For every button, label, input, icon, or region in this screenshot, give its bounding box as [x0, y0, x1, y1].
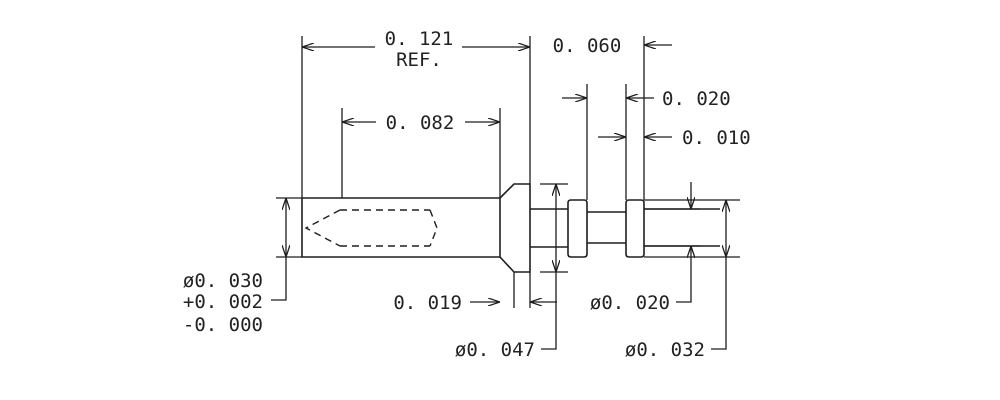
label-overall-length-note: REF. — [396, 49, 442, 71]
pin-collar — [499, 183, 531, 273]
label-bore-depth: 0. 082 — [386, 112, 455, 134]
pin-flange-1 — [567, 199, 588, 258]
dim-head-leader — [271, 257, 287, 301]
dim-collar-dia-leader — [541, 272, 557, 350]
dim-tail-dia-leader — [711, 257, 727, 350]
pin-outline — [301, 183, 720, 273]
pin-body — [340, 197, 500, 258]
hidden-bore — [304, 209, 438, 247]
pin-flange-2 — [625, 199, 645, 258]
label-head-dia: ø0. 030 — [183, 270, 263, 292]
pin-nose — [301, 197, 340, 258]
extension-lines — [276, 36, 740, 308]
dimension-lines — [271, 45, 727, 350]
label-tail-dia: ø0. 032 — [625, 339, 705, 361]
pin-shaft-1 — [530, 208, 568, 248]
label-head-tol-plus: +0. 002 — [183, 291, 263, 313]
bore-cone — [304, 209, 341, 247]
label-collar-width: 0. 019 — [393, 292, 462, 314]
label-groove-width: 0. 020 — [662, 88, 731, 110]
label-collar-dia: ø0. 047 — [455, 339, 535, 361]
pin-groove — [587, 211, 626, 244]
label-flange-width: 0. 010 — [682, 127, 751, 149]
label-overall-length: 0. 121 — [385, 28, 454, 50]
dim-groove-dia-leader — [676, 272, 692, 303]
label-head-tol-minus: -0. 000 — [183, 314, 263, 336]
bore-cylinder — [340, 209, 430, 247]
bore-end — [429, 209, 438, 247]
dimension-labels: 0. 121 REF. 0. 082 0. 060 0. 020 0. 010 … — [183, 28, 751, 361]
pin-tail — [644, 208, 720, 247]
label-tail-length: 0. 060 — [553, 35, 622, 57]
label-groove-dia: ø0. 020 — [590, 292, 670, 314]
